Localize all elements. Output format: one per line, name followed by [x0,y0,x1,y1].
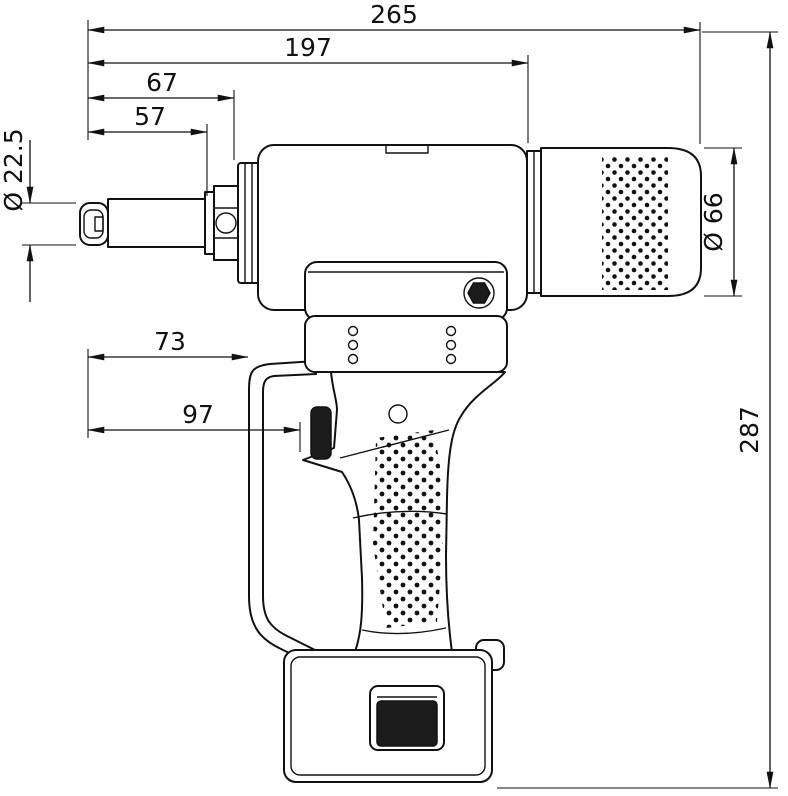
battery-release-button [376,700,438,747]
screw-hole [347,339,359,351]
screw-hole [445,353,457,365]
trigger-block [304,261,508,321]
grip-seam-line [361,627,447,635]
battery-pack [283,639,505,783]
dimension-annotations: 265 197 67 57 Ø 22.5 [0,0,778,789]
dim-label-trigger-reach: 97 [182,400,214,429]
screw-hole [347,325,359,337]
hand-loop-guard [248,360,317,664]
nose-assembly [79,162,261,284]
screw-hole [445,339,457,351]
screw-plate-shell [304,315,508,373]
pistol-grip [302,371,506,653]
nose-tip-slot [94,216,104,232]
screw-plate [304,315,508,373]
grip-texture [373,430,443,628]
dim-head-length: 197 [87,33,529,143]
dim-label-head-length: 197 [284,33,332,62]
rivet-gun-body [79,144,702,783]
dim-motor-diameter: Ø 66 [699,147,742,297]
dim-nose-to-collar: 67 [87,68,235,160]
battery-inner-outline [290,656,486,776]
dim-label-overall-height: 287 [735,406,764,454]
hex-bolt-icon [467,282,491,304]
dim-nose-diameter: Ø 22.5 [0,128,76,302]
dim-label-nose-to-collar: 67 [146,68,178,97]
knurl-texture [602,156,668,290]
screw-hole [347,353,359,365]
dim-label-overall-length: 265 [370,0,418,29]
nose-step-ring [204,191,215,255]
motor-housing [526,147,702,297]
nose-collar [237,162,261,284]
dim-label-nose-tube-length: 57 [134,102,166,131]
dim-label-handle-clearance: 73 [154,327,186,356]
dim-label-nose-diameter: Ø 22.5 [0,128,28,211]
dim-overall-length: 265 [87,0,701,144]
dim-trigger-reach: 97 [87,400,301,452]
dim-nose-tube-length: 57 [87,102,208,196]
dim-label-motor-diameter: Ø 66 [699,192,728,251]
nose-tube [107,198,206,248]
grip-pin [388,404,408,424]
nose-tip-inner [83,209,104,239]
body-top-seam [385,145,429,154]
screw-hole [445,325,457,337]
nose-pivot-ball [215,212,237,234]
trigger [310,406,332,460]
bolt-ring [463,277,495,309]
dim-overall-height: 287 [497,31,778,789]
dim-handle-clearance: 73 [87,327,249,361]
nose-hex-nut [213,185,239,261]
